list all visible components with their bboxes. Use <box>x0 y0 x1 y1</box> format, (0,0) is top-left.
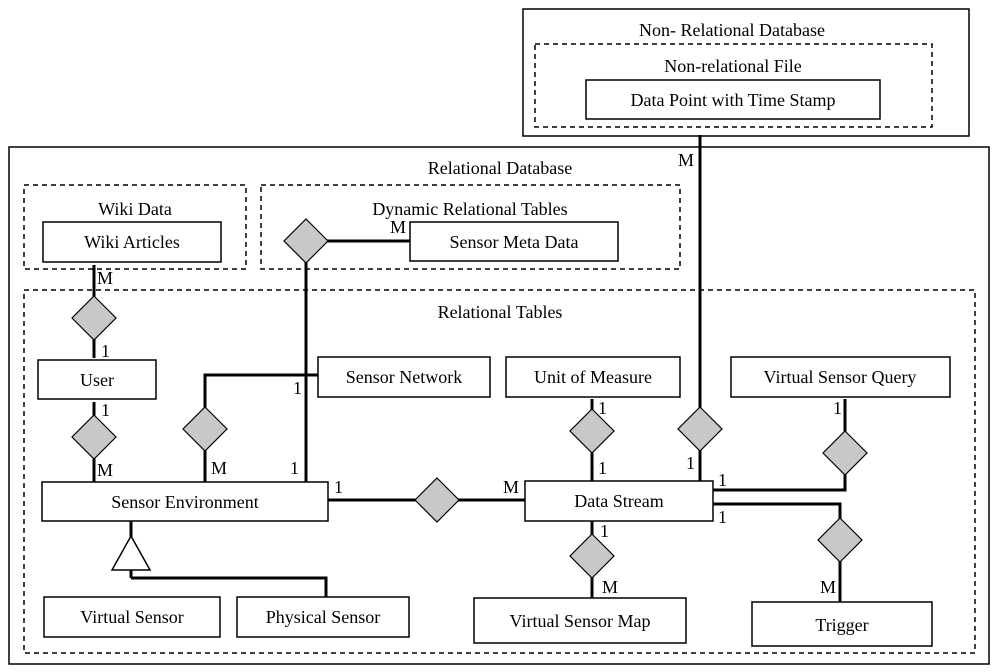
trigger-label: Trigger <box>815 615 868 635</box>
sensor-environment-box <box>41 481 329 522</box>
relational-db-box <box>8 146 990 665</box>
cardinality-label: 1 <box>600 521 609 541</box>
cardinality-label: 1 <box>101 341 110 361</box>
link-data-stream-trigger <box>713 502 842 602</box>
relationship-diamond-data-stream-vsmap <box>569 533 615 579</box>
cardinality-label: 1 <box>598 458 607 478</box>
non-relational-file-title: Non-relational File <box>664 56 801 76</box>
link-data-stream-vsquery <box>713 399 847 492</box>
data-stream-box <box>524 480 714 522</box>
cardinality-label: 1 <box>833 398 842 418</box>
user-label: User <box>80 370 114 390</box>
relational-db-title: Relational Database <box>428 158 572 178</box>
virtual-sensor-query-box <box>730 356 951 398</box>
relationship-diamond-user-sensor-env <box>71 414 117 460</box>
trigger-box <box>751 601 933 647</box>
dynamic-tables-box <box>260 184 681 270</box>
cardinality-label: 1 <box>290 458 299 478</box>
cardinality-label: M <box>97 268 113 288</box>
wiki-data-title: Wiki Data <box>98 199 172 219</box>
cardinality-label: M <box>390 217 406 237</box>
virtual-sensor-map-box <box>473 597 687 644</box>
relationship-diamond-network-sensor-env <box>182 406 228 452</box>
dynamic-tables-title: Dynamic Relational Tables <box>372 199 567 219</box>
wiki-articles-label: Wiki Articles <box>84 232 180 252</box>
non-relational-db-title: Non- Relational Database <box>639 20 825 40</box>
non-relational-db-box <box>522 8 970 137</box>
cardinality-label: 1 <box>598 398 607 418</box>
user-box <box>37 359 157 400</box>
cardinality-label: 1 <box>718 507 727 527</box>
relationship-diamond-wiki-user <box>71 295 117 341</box>
relationship-diamond-datapoint-data-stream <box>677 406 723 452</box>
cardinality-label: 1 <box>101 400 110 420</box>
data-stream-label: Data Stream <box>574 491 663 511</box>
cardinality-label: M <box>602 577 618 597</box>
relationship-diamond-meta-sensor-env <box>283 218 329 264</box>
data-point-box <box>585 79 881 120</box>
virtual-sensor-map-label: Virtual Sensor Map <box>510 611 651 631</box>
cardinality-label: 1 <box>686 453 695 473</box>
cardinality-label: M <box>678 150 694 170</box>
physical-sensor-box <box>236 596 410 638</box>
relationship-diamond-data-stream-trigger <box>817 517 863 563</box>
sensor-meta-box <box>409 221 619 262</box>
sensor-meta-label: Sensor Meta Data <box>450 232 579 252</box>
wiki-data-box <box>23 184 247 270</box>
sensor-network-box <box>317 356 491 398</box>
cardinality-label: M <box>820 577 836 597</box>
wiki-articles-box <box>42 221 222 263</box>
cardinality-label: M <box>211 458 227 478</box>
virtual-sensor-label: Virtual Sensor <box>80 607 183 627</box>
cardinality-label: M <box>97 460 113 480</box>
virtual-sensor-query-label: Virtual Sensor Query <box>764 367 917 387</box>
inheritance-triangle <box>110 534 152 571</box>
non-relational-file-box <box>534 43 933 128</box>
virtual-sensor-box <box>43 596 221 638</box>
sensor-network-label: Sensor Network <box>346 367 462 387</box>
unit-of-measure-box <box>505 356 681 398</box>
relational-tables-title: Relational Tables <box>438 302 563 322</box>
relationship-diamond-data-stream-vsquery <box>822 430 868 476</box>
sensor-environment-label: Sensor Environment <box>111 492 258 512</box>
relationship-diamond-sensor-env-data-stream <box>414 477 460 523</box>
link-inheritance <box>129 521 328 597</box>
physical-sensor-label: Physical Sensor <box>266 607 381 627</box>
cardinality-label: 1 <box>334 477 343 497</box>
relationship-diamond-unit-data-stream <box>569 408 615 454</box>
unit-of-measure-label: Unit of Measure <box>534 367 652 387</box>
cardinality-label: M <box>503 477 519 497</box>
cardinality-label: 1 <box>718 470 727 490</box>
data-point-label: Data Point with Time Stamp <box>630 90 835 110</box>
cardinality-label: 1 <box>293 378 302 398</box>
